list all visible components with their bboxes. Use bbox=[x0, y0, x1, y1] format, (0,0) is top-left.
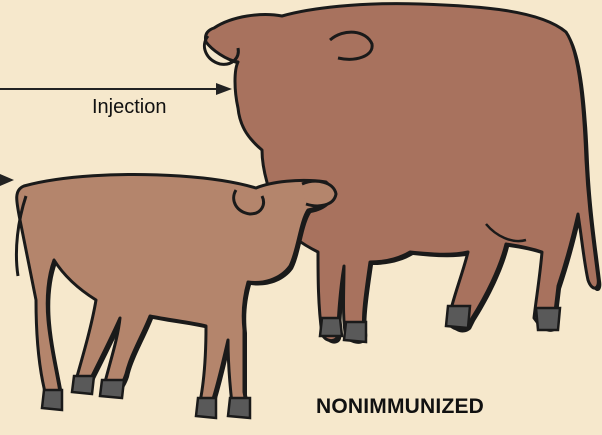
cow-icon bbox=[204, 4, 601, 344]
injection-arrow bbox=[0, 83, 232, 95]
nonimmunized-label: NONIMMUNIZED bbox=[316, 395, 484, 419]
lower-arrow bbox=[0, 174, 14, 186]
injection-label: Injection bbox=[92, 96, 167, 119]
calf-icon bbox=[16, 174, 336, 418]
